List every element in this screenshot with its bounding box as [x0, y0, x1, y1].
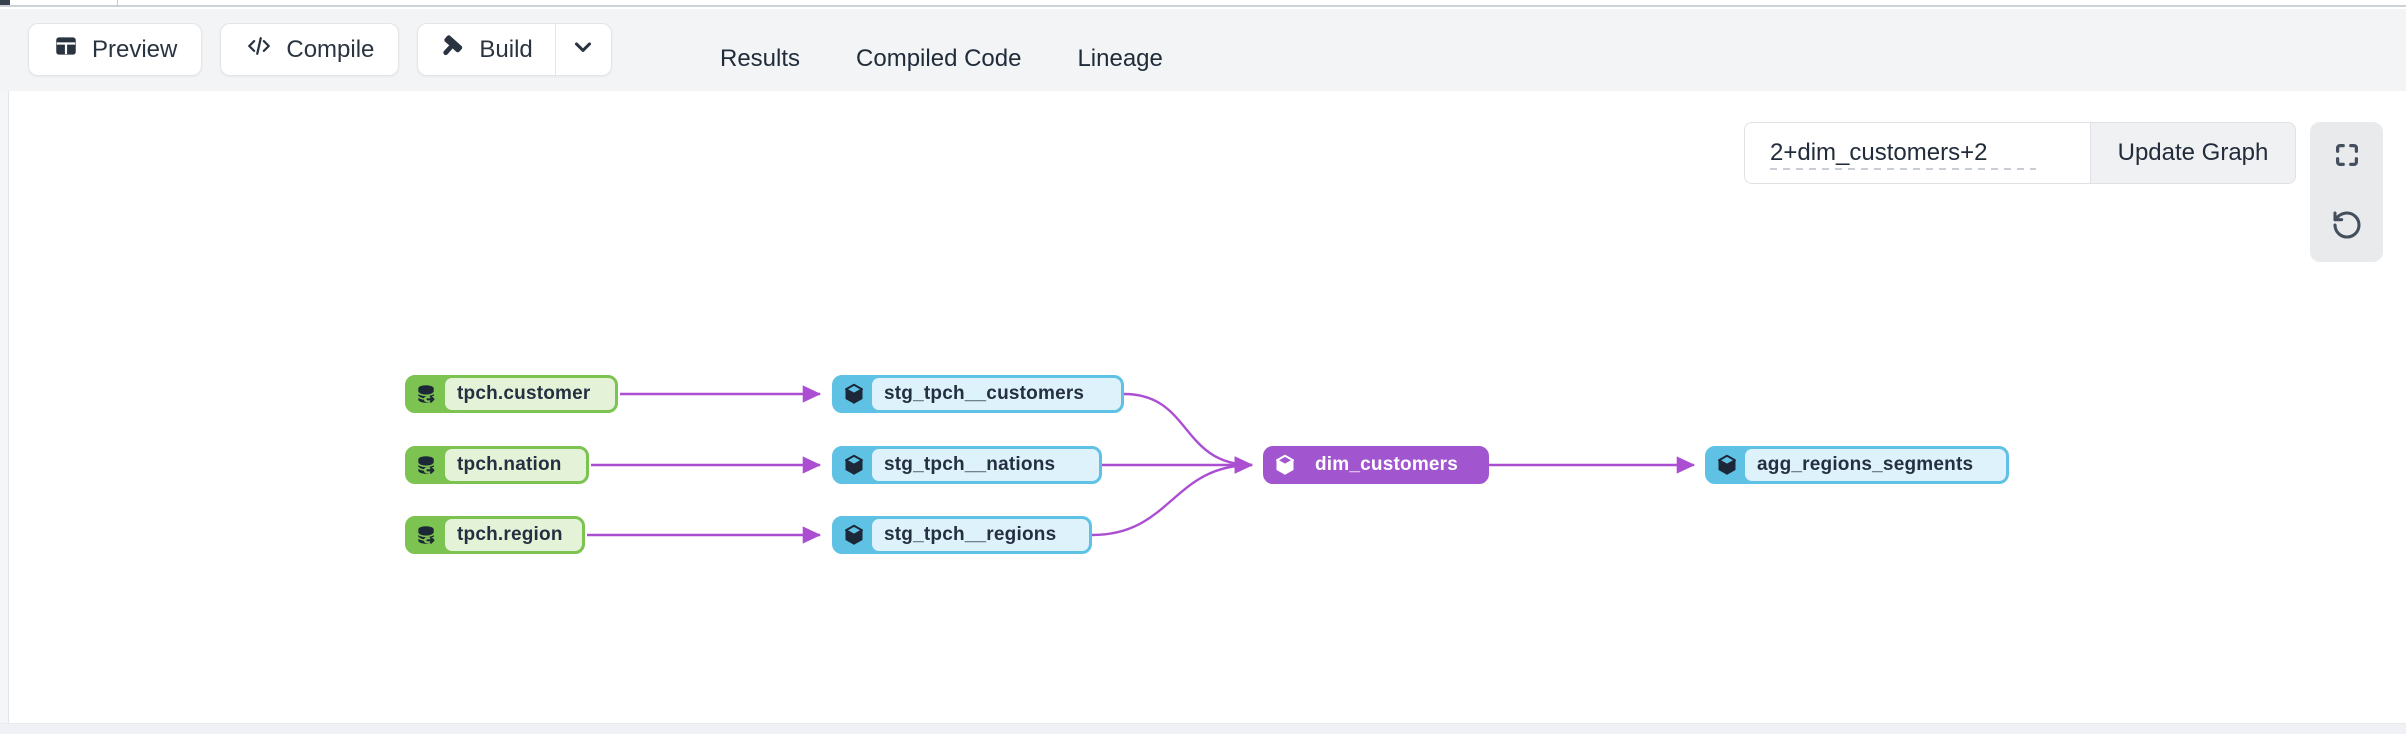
cube-icon	[1708, 453, 1745, 477]
node-label: tpch.region	[445, 519, 582, 551]
node-label: tpch.nation	[445, 449, 586, 481]
compile-button-label: Compile	[286, 35, 375, 63]
cube-icon	[835, 453, 872, 477]
tab-results[interactable]: Results	[692, 18, 828, 100]
node-stg-tpch-regions[interactable]: stg_tpch__regions	[832, 516, 1092, 554]
fullscreen-icon	[2332, 140, 2362, 175]
tab-results-label: Results	[720, 45, 801, 72]
node-label: agg_regions_segments	[1745, 449, 2006, 481]
editor-caret	[0, 0, 10, 5]
cube-icon	[835, 382, 872, 406]
tab-lineage-label: Lineage	[1077, 45, 1163, 72]
result-tabs: Results Compiled Code Lineage	[692, 18, 1192, 100]
fullscreen-button[interactable]	[2310, 122, 2383, 192]
lineage-canvas[interactable]	[0, 91, 2406, 723]
reset-graph-button[interactable]	[2310, 192, 2383, 262]
update-graph-button[interactable]: Update Graph	[2090, 122, 2296, 184]
tab-compiled-code-label: Compiled Code	[856, 45, 1022, 72]
build-split-button: Build	[417, 23, 612, 76]
graph-tools-panel	[2310, 122, 2383, 262]
node-label: stg_tpch__customers	[872, 378, 1121, 410]
table-icon	[53, 33, 79, 66]
pane-resize-gutter[interactable]	[0, 91, 9, 734]
database-icon	[408, 524, 445, 547]
editor-bottom-strip	[0, 0, 2406, 7]
node-stg-tpch-nations[interactable]: stg_tpch__nations	[832, 446, 1102, 484]
compile-button[interactable]: Compile	[220, 23, 400, 76]
action-buttons: Preview Compile Build	[28, 23, 612, 76]
tab-compiled-code[interactable]: Compiled Code	[828, 18, 1049, 100]
code-icon	[245, 33, 273, 66]
preview-button-label: Preview	[92, 35, 178, 63]
node-label: stg_tpch__regions	[872, 519, 1089, 551]
bottom-strip	[0, 723, 2406, 734]
node-label: tpch.customer	[445, 378, 615, 410]
rotate-ccw-icon	[2331, 209, 2363, 246]
update-graph-label: Update Graph	[2117, 139, 2269, 166]
node-dim-customers[interactable]: dim_customers	[1263, 446, 1489, 484]
preview-button[interactable]: Preview	[28, 23, 203, 76]
chevron-down-icon	[570, 34, 596, 65]
build-button[interactable]: Build	[418, 24, 554, 75]
build-options-dropdown[interactable]	[554, 24, 611, 75]
node-stg-tpch-customers[interactable]: stg_tpch__customers	[832, 375, 1124, 413]
build-button-label: Build	[479, 35, 533, 63]
node-tpch-region[interactable]: tpch.region	[405, 516, 585, 554]
model-selector-input[interactable]	[1744, 122, 2090, 184]
database-icon	[408, 454, 445, 477]
results-toolbar: Preview Compile Build Results	[0, 9, 2406, 100]
node-agg-regions-segments[interactable]: agg_regions_segments	[1705, 446, 2009, 484]
cube-icon	[835, 523, 872, 547]
node-tpch-customer[interactable]: tpch.customer	[405, 375, 618, 413]
database-icon	[408, 383, 445, 406]
node-label: dim_customers	[1315, 454, 1459, 475]
tab-lineage[interactable]: Lineage	[1049, 18, 1192, 100]
editor-gutter-line	[117, 0, 118, 7]
model-selector-group: Update Graph	[1744, 122, 2296, 184]
node-label: stg_tpch__nations	[872, 449, 1099, 481]
node-tpch-nation[interactable]: tpch.nation	[405, 446, 589, 484]
cube-icon	[1266, 453, 1303, 477]
hammer-icon	[440, 33, 466, 66]
